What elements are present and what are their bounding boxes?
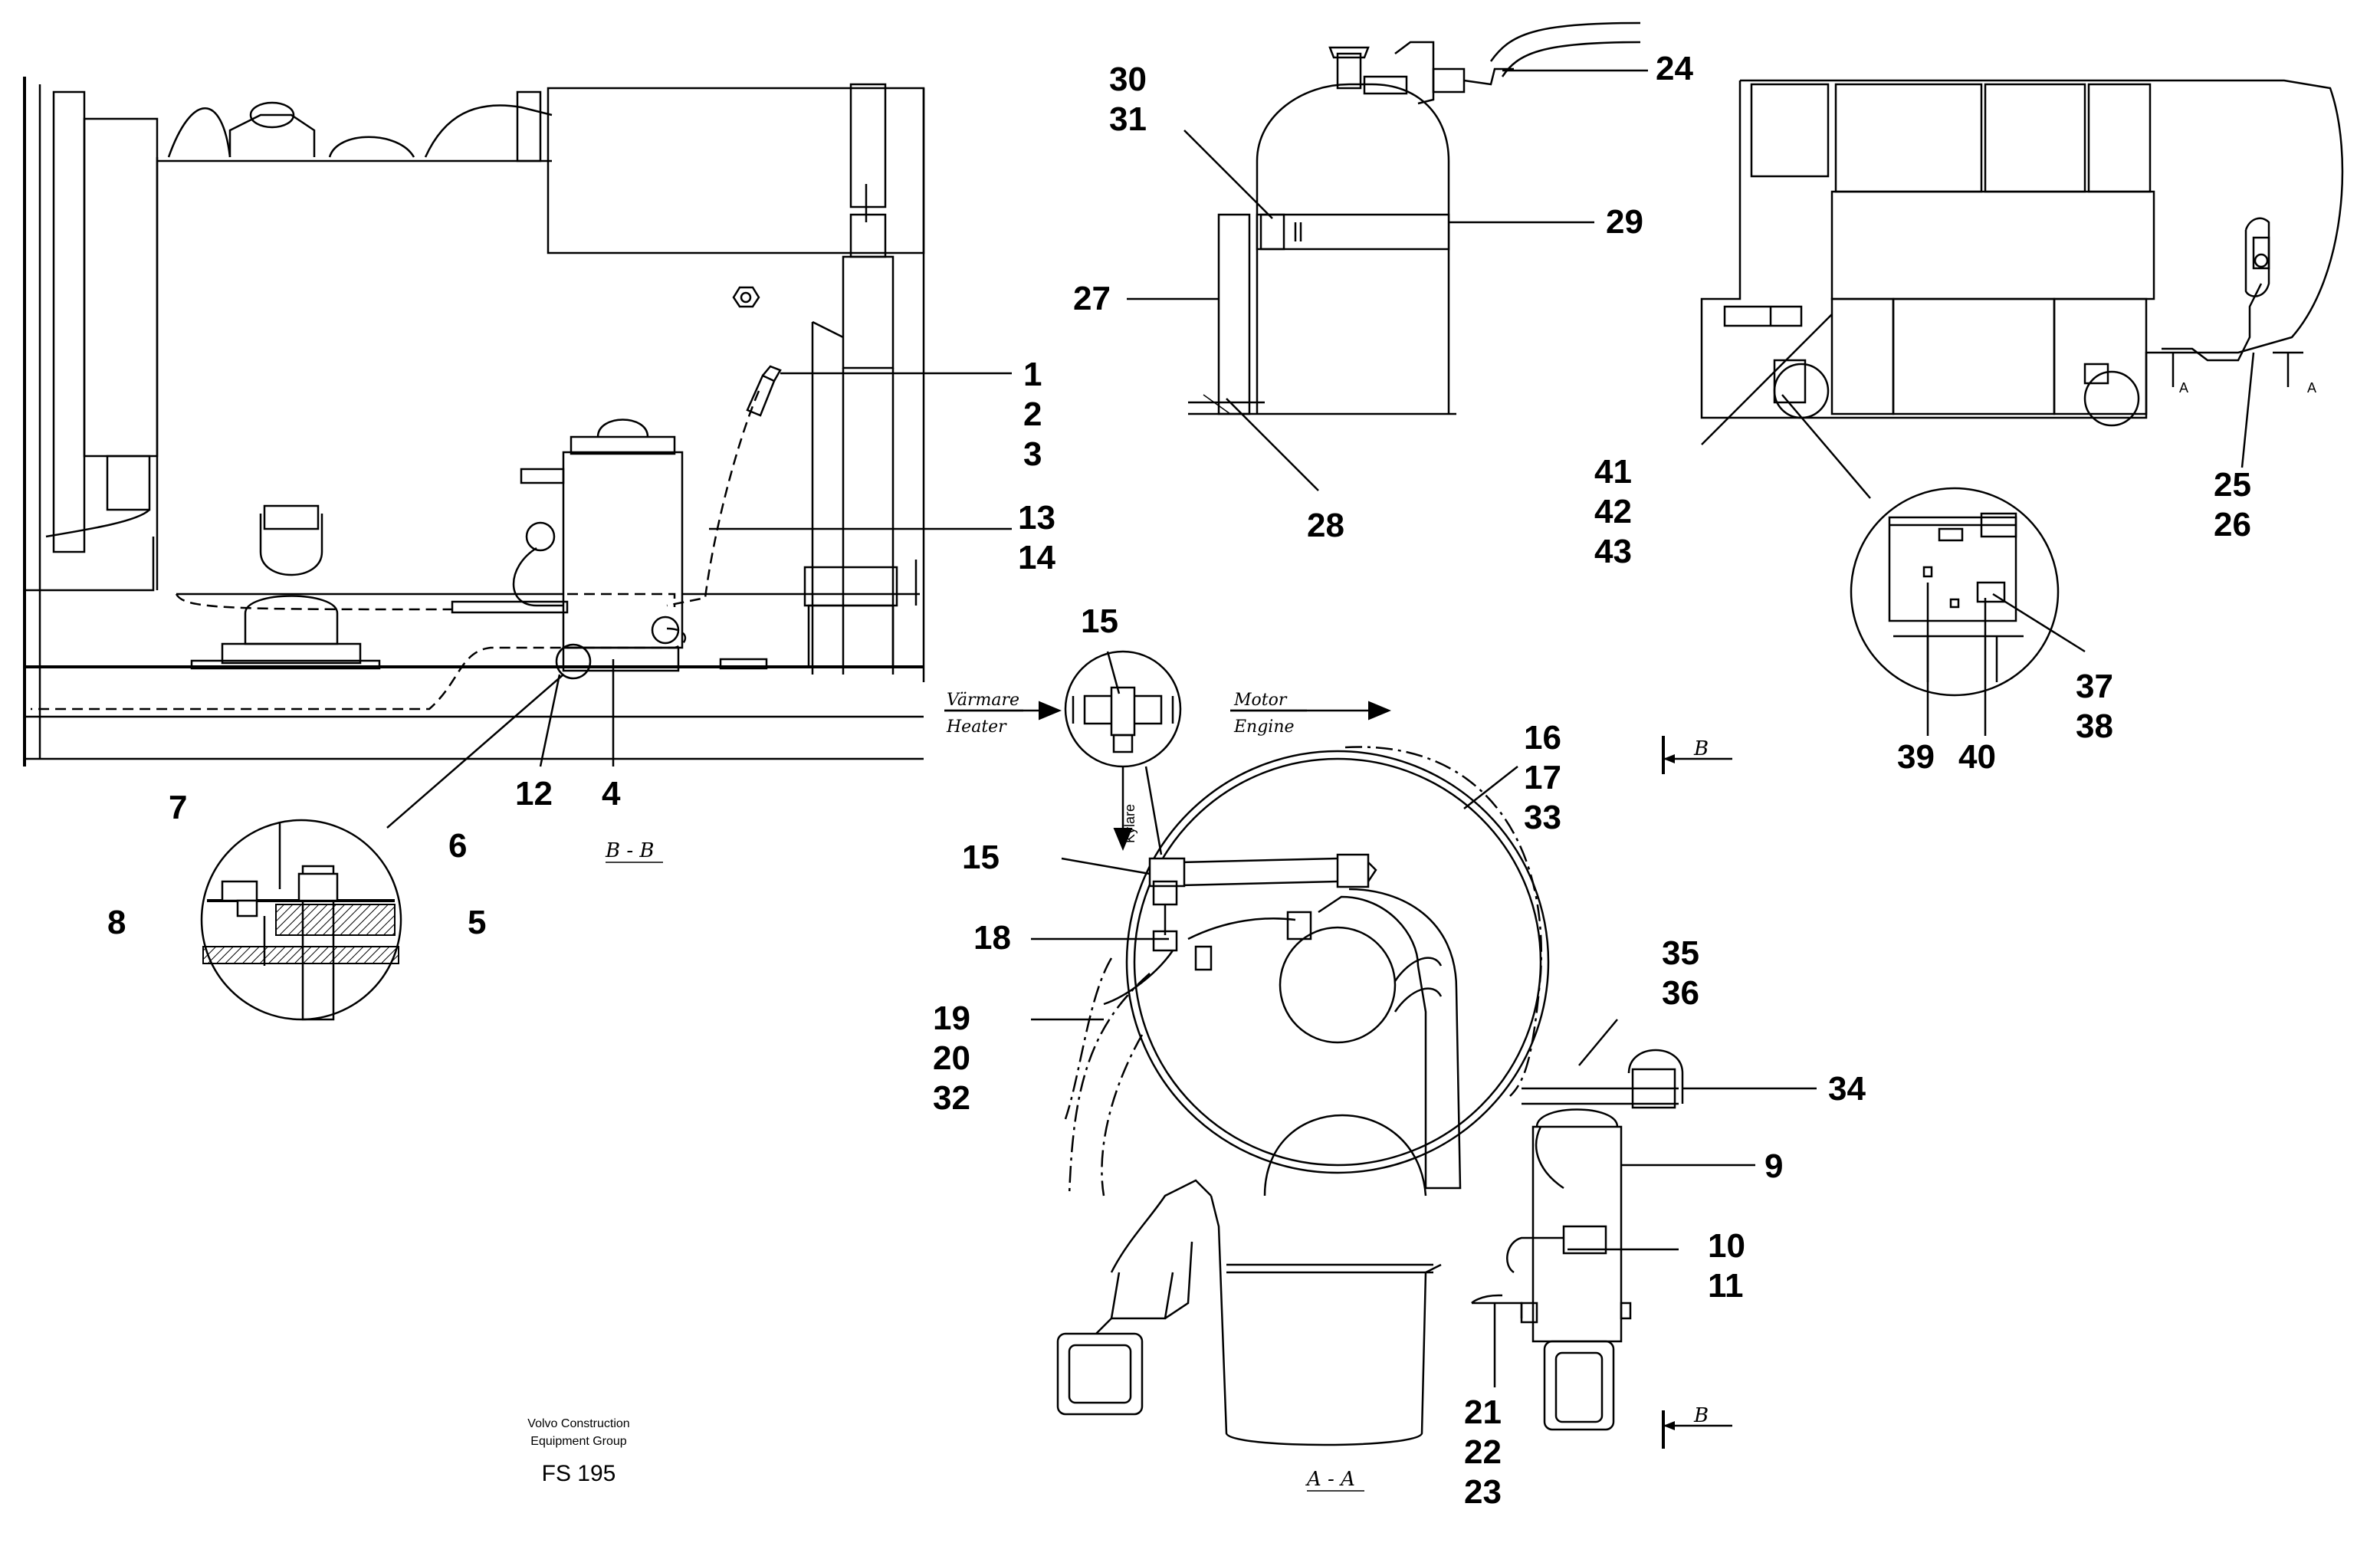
callout-20: 20 bbox=[933, 1039, 970, 1077]
callout-12: 12 bbox=[515, 775, 553, 812]
company-line-1: Volvo Construction bbox=[527, 1417, 629, 1430]
callout-33: 33 bbox=[1524, 799, 1561, 836]
engine-front-view bbox=[1031, 736, 1817, 1449]
engine-label-en: Engine bbox=[1233, 717, 1295, 737]
callout-15: 15 bbox=[962, 839, 1000, 876]
callout-4: 4 bbox=[602, 775, 621, 812]
callout-22: 22 bbox=[1464, 1433, 1502, 1471]
callout-14: 14 bbox=[1018, 539, 1055, 576]
section-a-right-label: A bbox=[2307, 380, 2316, 396]
callout-8: 8 bbox=[107, 904, 126, 941]
callout-labels: 1 2 3 13 14 12 4 7 6 8 5 30 31 24 29 27 … bbox=[107, 50, 2251, 1511]
detail-bolt-mount bbox=[200, 819, 402, 1021]
callout-24: 24 bbox=[1656, 50, 1693, 87]
callout-34: 34 bbox=[1828, 1070, 1866, 1108]
section-labels: B - B A - A B B A A bbox=[605, 380, 2316, 1491]
callout-10: 10 bbox=[1708, 1227, 1745, 1265]
callout-43: 43 bbox=[1594, 533, 1632, 570]
company-line-2: Equipment Group bbox=[530, 1435, 627, 1448]
callout-15-top: 15 bbox=[1081, 602, 1118, 640]
footer: Volvo Construction Equipment Group FS 19… bbox=[527, 1417, 629, 1486]
callout-2: 2 bbox=[1023, 396, 1042, 433]
callout-26: 26 bbox=[2214, 506, 2251, 543]
callout-1: 1 bbox=[1023, 356, 1042, 393]
callout-35: 35 bbox=[1662, 934, 1699, 972]
drawing-code: FS 195 bbox=[542, 1461, 616, 1486]
callout-11: 11 bbox=[1708, 1267, 1744, 1305]
callout-27: 27 bbox=[1073, 280, 1111, 317]
cab-top-view bbox=[1700, 79, 2344, 736]
callout-21: 21 bbox=[1464, 1394, 1502, 1431]
callout-25: 25 bbox=[2214, 466, 2251, 504]
callout-16: 16 bbox=[1524, 719, 1561, 757]
heater-label-sv: Värmare bbox=[947, 691, 1019, 710]
callout-23: 23 bbox=[1464, 1473, 1502, 1511]
flow-labels: Värmare Heater Motor Engine Kylare bbox=[946, 691, 1295, 843]
callout-28: 28 bbox=[1307, 507, 1344, 544]
callout-38: 38 bbox=[2076, 707, 2113, 745]
callout-17: 17 bbox=[1524, 759, 1561, 796]
callout-30: 30 bbox=[1109, 61, 1147, 98]
callout-29: 29 bbox=[1606, 203, 1643, 241]
callout-32: 32 bbox=[933, 1079, 970, 1117]
section-a-left-label: A bbox=[2179, 380, 2188, 396]
engine-label-sv: Motor bbox=[1233, 691, 1288, 710]
callout-19: 19 bbox=[933, 1000, 970, 1037]
callout-39: 39 bbox=[1897, 738, 1935, 776]
callout-9: 9 bbox=[1764, 1147, 1783, 1185]
callout-37: 37 bbox=[2076, 668, 2113, 705]
section-b-bottom-label: B bbox=[1693, 1404, 1709, 1427]
callout-40: 40 bbox=[1958, 738, 1996, 776]
section-b-top-label: B bbox=[1693, 737, 1709, 760]
flow-detail bbox=[944, 650, 1391, 855]
callout-41: 41 bbox=[1594, 453, 1632, 491]
callout-13: 13 bbox=[1018, 499, 1055, 537]
gas-bottle-view bbox=[1127, 21, 1648, 491]
heater-label-en: Heater bbox=[946, 717, 1007, 737]
callout-6: 6 bbox=[448, 827, 467, 865]
callout-36: 36 bbox=[1662, 974, 1699, 1012]
callout-3: 3 bbox=[1023, 435, 1042, 473]
callout-18: 18 bbox=[973, 919, 1011, 957]
section-bb-label: B - B bbox=[605, 839, 655, 862]
callout-31: 31 bbox=[1109, 100, 1147, 138]
section-aa-label: A - A bbox=[1305, 1468, 1355, 1491]
down-flow-label: Kylare bbox=[1122, 804, 1137, 843]
engine-side-view bbox=[23, 77, 1012, 829]
callout-42: 42 bbox=[1594, 493, 1632, 530]
callout-7: 7 bbox=[169, 789, 187, 826]
callout-5: 5 bbox=[468, 904, 486, 941]
